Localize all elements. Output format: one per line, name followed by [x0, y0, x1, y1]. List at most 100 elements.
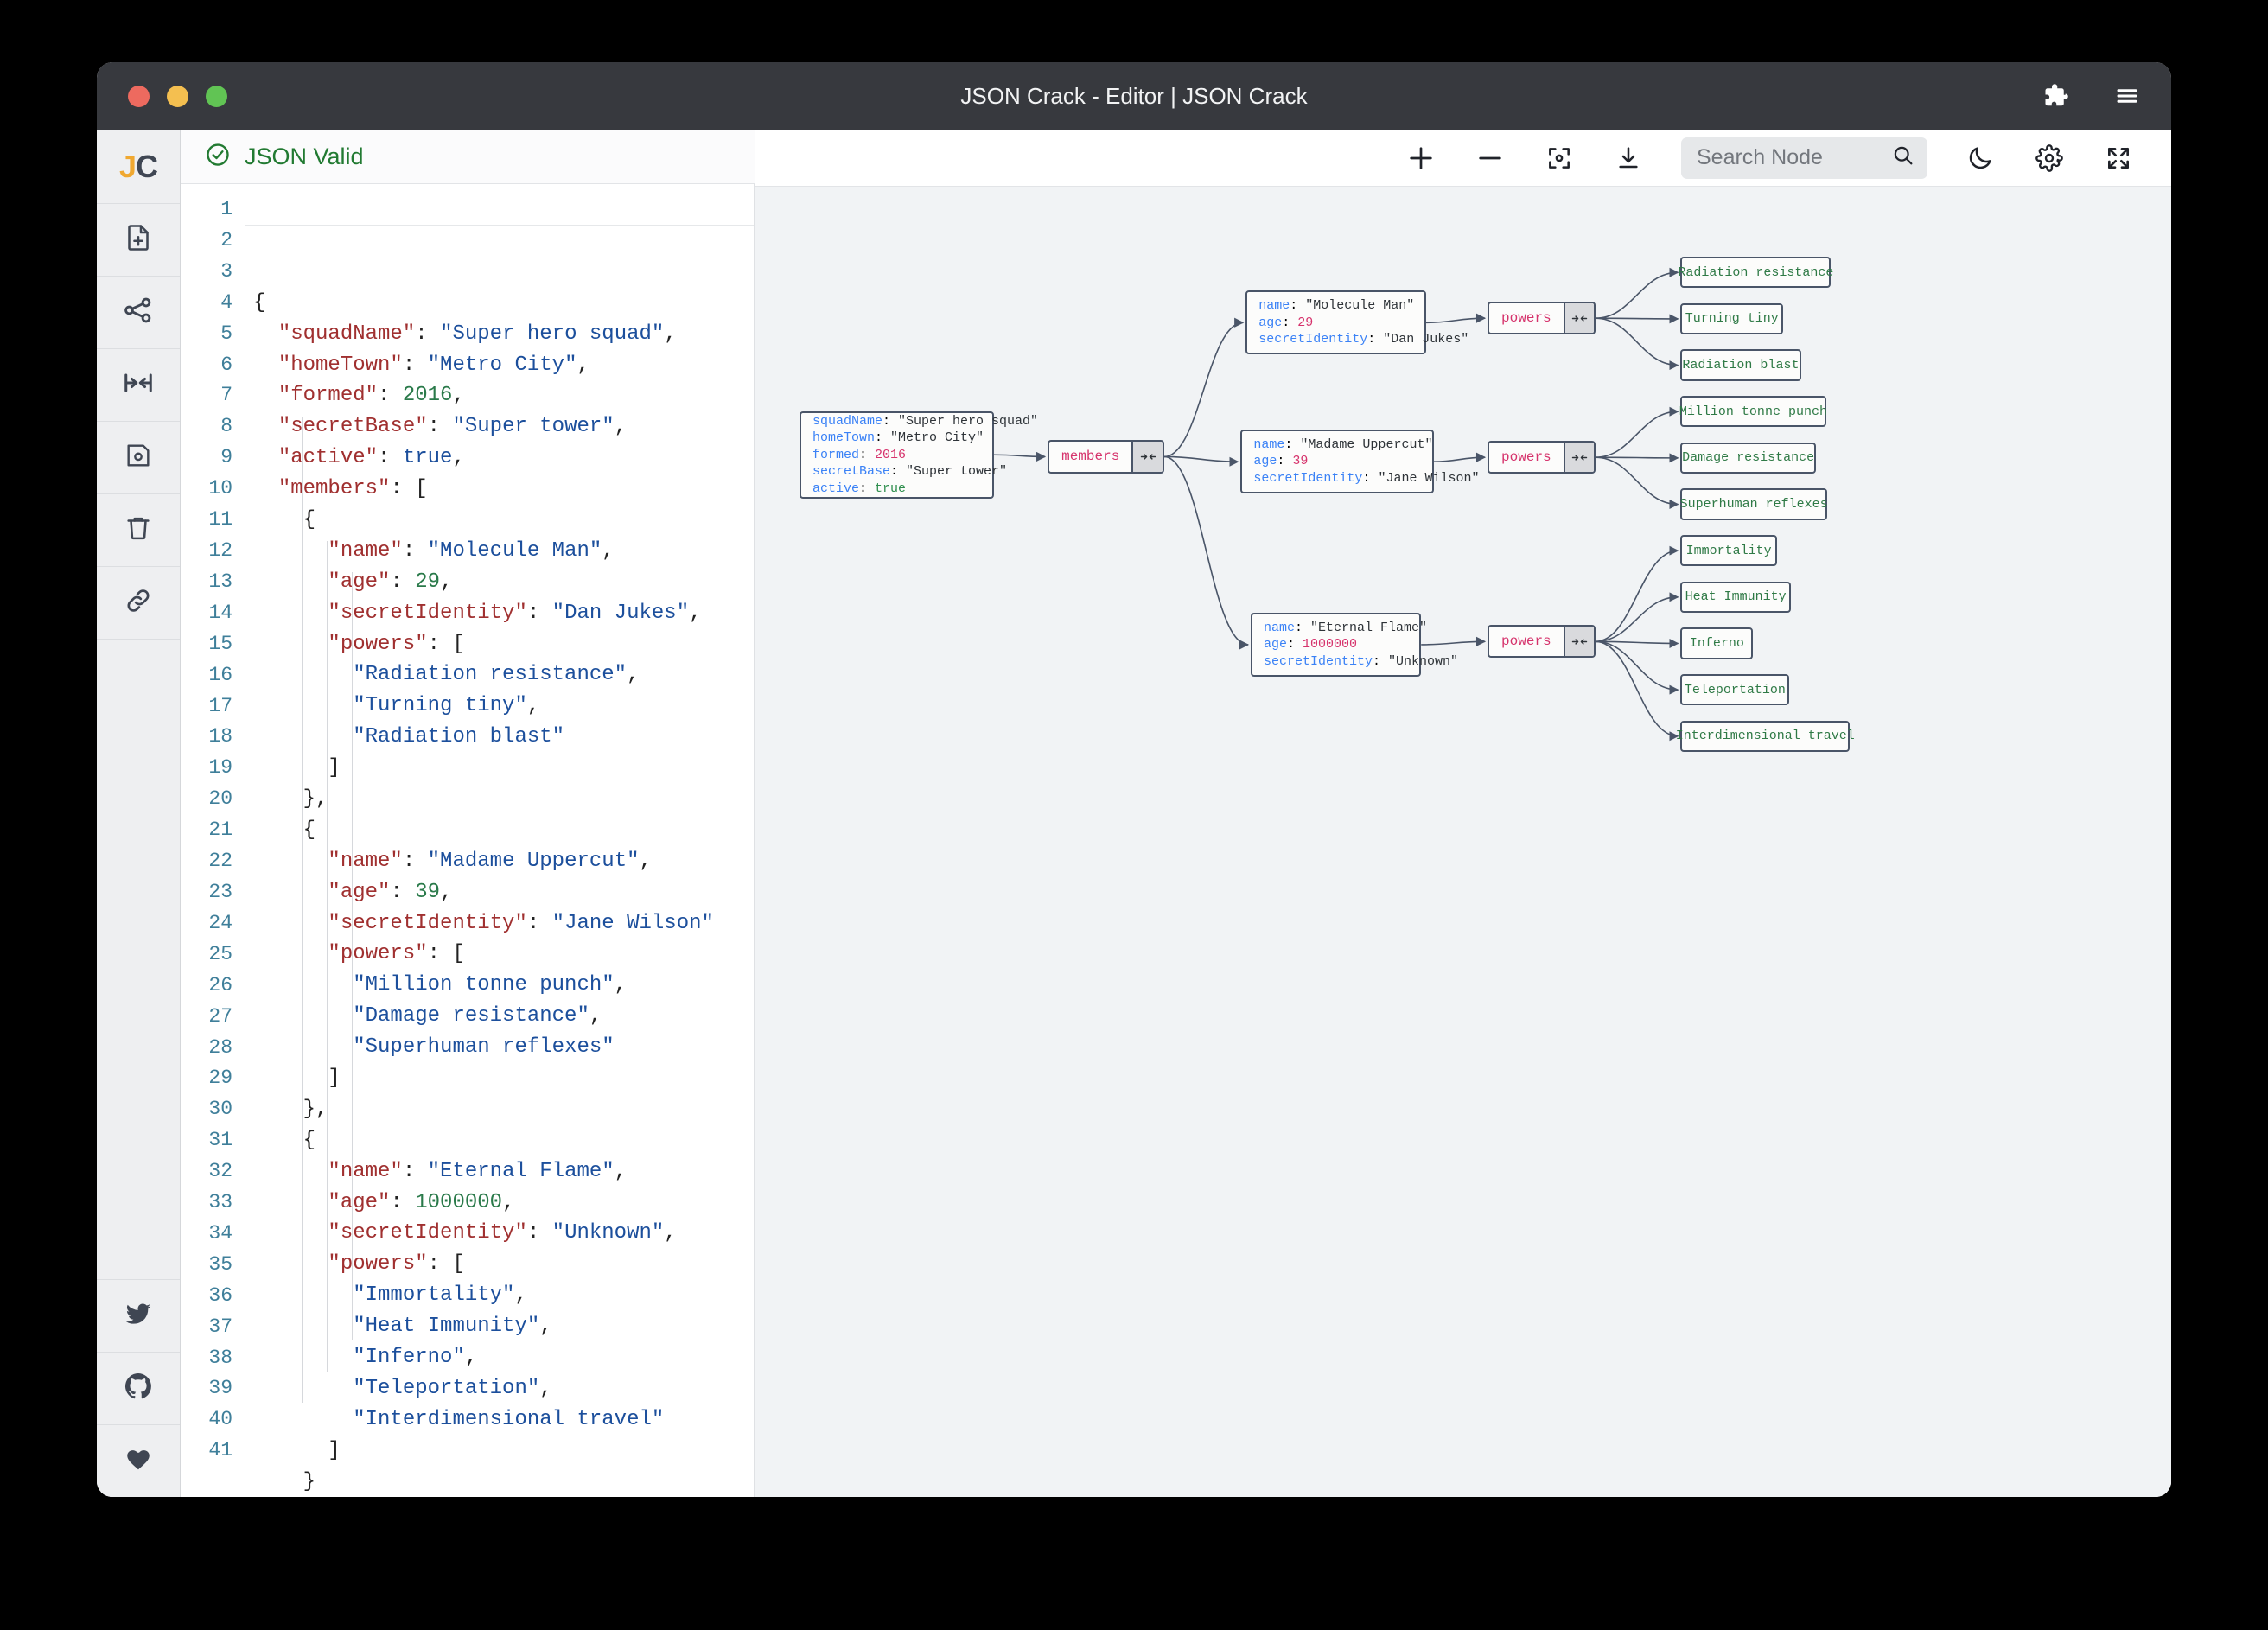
- graph-node-label: Teleportation: [1684, 682, 1786, 697]
- minus-icon[interactable]: [1474, 142, 1507, 175]
- graph-node-leaf[interactable]: Superhuman reflexes: [1680, 488, 1828, 520]
- graph-canvas[interactable]: squadName: "Super hero squad"homeTown: "…: [755, 187, 2171, 1497]
- window-titlebar: JSON Crack - Editor | JSON Crack: [97, 62, 2171, 130]
- graph-edge: [1421, 636, 1487, 646]
- graph-node-label: Immortality: [1685, 543, 1772, 558]
- graph-node-leaf[interactable]: Inferno: [1680, 627, 1754, 659]
- line-number: 19: [208, 756, 233, 780]
- graph-edge: [1595, 406, 1679, 458]
- code-content[interactable]: { "squadName": "Super hero squad", "home…: [245, 184, 755, 1497]
- line-number: 1: [220, 198, 233, 221]
- line-number: 5: [220, 322, 233, 345]
- graph-node-leaf[interactable]: Turning tiny: [1680, 302, 1784, 335]
- graph-edge: [1163, 455, 1250, 650]
- line-number: 17: [208, 694, 233, 717]
- new-file-icon: [123, 222, 154, 258]
- graph-node-parent[interactable]: powers: [1488, 625, 1596, 659]
- moon-icon[interactable]: [1964, 142, 1997, 175]
- collapse-icon[interactable]: [1563, 443, 1594, 472]
- sidebar-item-twitter[interactable]: [97, 1279, 180, 1352]
- graph-node-leaf[interactable]: Teleportation: [1680, 674, 1790, 706]
- sidebar-item-link[interactable]: [97, 567, 180, 640]
- twitter-icon: [124, 1299, 153, 1333]
- titlebar-actions: [2042, 81, 2142, 111]
- plus-icon[interactable]: [1405, 142, 1437, 175]
- focus-frame-icon[interactable]: [1543, 142, 1576, 175]
- sidebar-item-new-document[interactable]: [97, 204, 180, 277]
- code-line: {: [303, 818, 316, 842]
- magnifier-icon[interactable]: [1891, 143, 1915, 172]
- collapse-icon[interactable]: [1563, 303, 1594, 334]
- window-title: JSON Crack - Editor | JSON Crack: [960, 82, 1308, 109]
- graph-node-label: Interdimensional travel: [1675, 729, 1855, 744]
- line-number: 16: [208, 663, 233, 686]
- line-number: 9: [220, 446, 233, 469]
- code-line: "powers": [: [328, 632, 465, 656]
- line-number: 26: [208, 973, 233, 996]
- sidebar-item-sponsor[interactable]: [97, 1424, 180, 1497]
- graph-node-label: Damage resistance: [1682, 450, 1815, 466]
- hamburger-menu-icon[interactable]: [2112, 81, 2142, 111]
- graph-node-row: secretIdentity: "Dan Jukes": [1258, 332, 1469, 347]
- sidebar-item-save[interactable]: [97, 422, 180, 494]
- code-line: "Interdimensional travel": [353, 1407, 665, 1431]
- code-line: "homeTown": "Metro City",: [277, 353, 589, 377]
- graph-node-leaf[interactable]: Damage resistance: [1680, 442, 1816, 474]
- sidebar-item-github[interactable]: [97, 1352, 180, 1424]
- code-line: {: [303, 1128, 316, 1152]
- graph-node-leaf[interactable]: Million tonne punch: [1679, 396, 1827, 428]
- search-node-box[interactable]: [1681, 137, 1927, 179]
- line-number: 22: [208, 850, 233, 873]
- graph-node-parent[interactable]: members: [1048, 439, 1164, 474]
- download-icon[interactable]: [1612, 142, 1645, 175]
- graph-node-parent[interactable]: powers: [1488, 302, 1596, 335]
- sidebar-item-collapse[interactable]: [97, 349, 180, 422]
- line-number: 35: [208, 1252, 233, 1276]
- graph-node-leaf[interactable]: Radiation blast: [1680, 349, 1801, 381]
- code-line: "Immortality",: [353, 1283, 527, 1308]
- line-number: 36: [208, 1283, 233, 1307]
- code-line: "Teleportation",: [353, 1376, 552, 1400]
- graph-node-leaf[interactable]: Interdimensional travel: [1676, 720, 1855, 752]
- code-line: "formed": 2016,: [277, 384, 465, 408]
- graph-node-row: secretBase: "Super tower": [812, 464, 1008, 479]
- puzzle-piece-icon[interactable]: [2042, 81, 2071, 111]
- line-number: 24: [208, 911, 233, 934]
- trash-icon: [124, 513, 153, 547]
- code-line: "Heat Immunity",: [353, 1315, 552, 1339]
- line-number: 31: [208, 1129, 233, 1152]
- graph-node-parent[interactable]: powers: [1488, 441, 1596, 474]
- sidebar-item-delete[interactable]: [97, 494, 180, 567]
- collapse-icon[interactable]: [1131, 441, 1163, 472]
- code-line: ]: [328, 1438, 341, 1462]
- maximize-window-button[interactable]: [206, 85, 227, 107]
- fullscreen-icon[interactable]: [2102, 142, 2135, 175]
- code-line: "squadName": "Super hero squad",: [277, 322, 677, 346]
- code-line: ]: [328, 1067, 341, 1091]
- gear-icon[interactable]: [2033, 142, 2066, 175]
- search-input[interactable]: [1697, 145, 1883, 170]
- browser-window: JSON Crack - Editor | JSON Crack: [97, 62, 2171, 1497]
- graph-node-leaf[interactable]: Heat Immunity: [1680, 581, 1791, 613]
- graph-edge: [1163, 455, 1239, 467]
- line-number: 39: [208, 1377, 233, 1400]
- graph-edge: [1595, 267, 1679, 319]
- line-number: 23: [208, 880, 233, 903]
- graph-node-object[interactable]: squadName: "Super hero squad"homeTown: "…: [800, 411, 1038, 499]
- line-number: 41: [208, 1439, 233, 1462]
- collapse-icon[interactable]: [1563, 627, 1594, 657]
- line-number: 7: [220, 384, 233, 407]
- line-number: 40: [208, 1408, 233, 1431]
- graph-node-leaf[interactable]: Immortality: [1680, 535, 1777, 567]
- line-number: 30: [208, 1098, 233, 1121]
- minimize-window-button[interactable]: [167, 85, 188, 107]
- sidebar-item-share[interactable]: [97, 277, 180, 349]
- graph-node-leaf[interactable]: Radiation resistance: [1678, 257, 1833, 289]
- graph-node-row: squadName: "Super hero squad": [812, 413, 1039, 429]
- close-window-button[interactable]: [128, 85, 150, 107]
